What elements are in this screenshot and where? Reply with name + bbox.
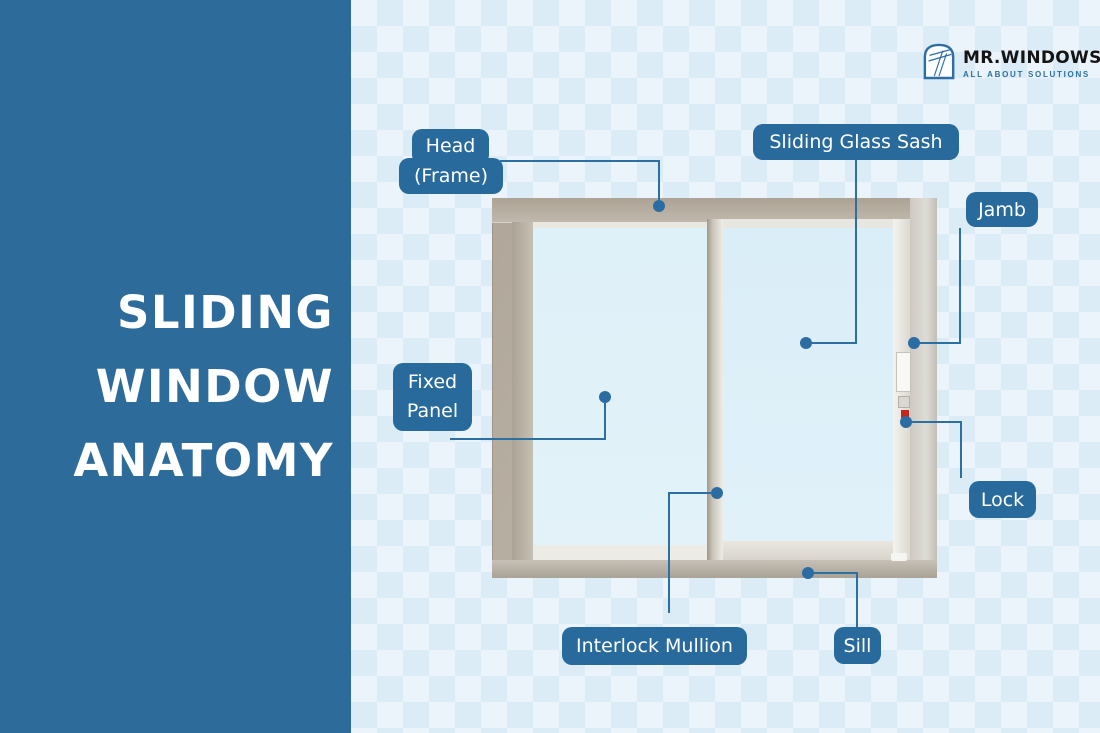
interlock-mullion-bar [707, 219, 723, 560]
label-jamb: Jamb [966, 192, 1038, 227]
arched-window-icon [922, 42, 956, 85]
callout-line [959, 228, 961, 344]
fixed-panel-glass [533, 228, 707, 545]
callout-line [914, 342, 961, 344]
label-head: Head [412, 129, 489, 163]
callout-line [806, 342, 857, 344]
lock-latch [898, 396, 910, 408]
callout-dot [908, 337, 920, 349]
sliding-sash-glass [723, 228, 893, 541]
callout-dot [599, 391, 611, 403]
callout-line [450, 438, 606, 440]
callout-dot [653, 200, 665, 212]
callout-dot [802, 567, 814, 579]
callout-line [960, 421, 962, 478]
title-line-1: SLIDING [116, 286, 334, 340]
lock-handle-recess [896, 352, 911, 392]
title-line-2: WINDOW [95, 360, 334, 414]
label-fixed-panel-line1: Fixed [407, 371, 458, 393]
brand-text: MR.WINDOWS ALL ABOUT SOLUTIONS [963, 48, 1100, 79]
sliding-sash-bottom-rail [723, 541, 893, 560]
label-sill: Sill [834, 627, 881, 664]
label-lock: Lock [969, 481, 1036, 518]
callout-line [906, 421, 962, 423]
lock-indicator [901, 410, 909, 418]
callout-dot [900, 416, 912, 428]
title-line-3: ANATOMY [73, 434, 334, 488]
page-title: SLIDING WINDOW ANATOMY [73, 276, 334, 498]
callout-dot [800, 337, 812, 349]
sliding-sash-top-rail [723, 219, 910, 228]
brand-logo: MR.WINDOWS ALL ABOUT SOLUTIONS [922, 42, 1100, 85]
fixed-panel-bottom-rail [533, 545, 707, 560]
callout-line [855, 157, 857, 344]
sash-stop-tab [891, 553, 907, 561]
callout-dot [711, 487, 723, 499]
label-head-frame: (Frame) [399, 158, 503, 194]
callout-line [500, 160, 660, 162]
callout-line [668, 492, 670, 613]
brand-tagline: ALL ABOUT SOLUTIONS [963, 70, 1090, 79]
window-left-jamb [512, 222, 533, 560]
brand-name: MR.WINDOWS [963, 48, 1100, 68]
callout-line [856, 572, 858, 627]
label-fixed-panel-line2: Panel [406, 400, 459, 422]
sidebar: SLIDING WINDOW ANATOMY [0, 0, 351, 733]
callout-line [668, 492, 719, 494]
callout-line [808, 572, 858, 574]
label-fixed-panel: Fixed Panel [393, 363, 472, 431]
window-sill [492, 560, 937, 578]
label-interlock-mullion: Interlock Mullion [562, 627, 747, 665]
callout-line [658, 160, 660, 206]
window-right-jamb [910, 198, 937, 578]
callout-line [604, 397, 606, 440]
label-sliding-glass-sash: Sliding Glass Sash [753, 124, 959, 160]
